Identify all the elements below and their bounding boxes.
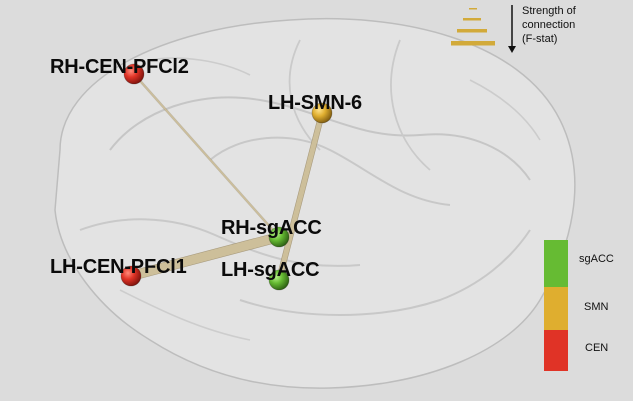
node-label-lh-cen-pfcl1: LH-CEN-PFCl1 [50,256,187,278]
strength-bar-4 [451,41,495,46]
edge-rh_cen_pfcl2-rh_sgacc [133,73,280,238]
node-label-lh-sgacc: LH-sgACC [221,259,320,281]
node-lh_sgacc [268,269,290,291]
strength-bar-3 [457,29,487,33]
node-lh_cen_pfcl1 [120,265,142,287]
strength-legend-title: Strength of connection (F-stat) [522,4,576,46]
node-label-rh-sgacc: RH-sgACC [221,217,322,239]
strength-legend-line2: connection [522,19,576,31]
strength-bar-1 [469,8,477,10]
strength-legend-line1: Strength of [522,5,576,17]
edge-lh_cen_pfcl1-rh_sgacc [126,232,284,281]
node-lh_smn_6 [311,102,333,124]
node-label-lh-smn-6: LH-SMN-6 [268,92,362,114]
strength-bar-2 [463,18,481,21]
brain-nodes [120,63,333,291]
strength-legend-line3: (F-stat) [522,33,558,45]
legend-label-sgacc: sgACC [579,253,614,265]
edge-lh_smn_6-lh_sgacc [276,110,325,283]
node-label-rh-cen-pfcl2: RH-CEN-PFCl2 [50,56,189,78]
legend-swatch-cen [544,330,568,371]
network-color-legend [544,240,568,371]
legend-swatch-smn [544,287,568,330]
node-rh_sgacc [268,226,290,248]
legend-swatch-sgacc [544,240,568,287]
strength-arrow [508,5,516,53]
legend-label-smn: SMN [584,301,609,313]
strength-legend-bars [451,8,495,46]
connection-edges [125,72,326,284]
node-rh_cen_pfcl2 [123,63,145,85]
legend-label-cen: CEN [585,342,609,354]
